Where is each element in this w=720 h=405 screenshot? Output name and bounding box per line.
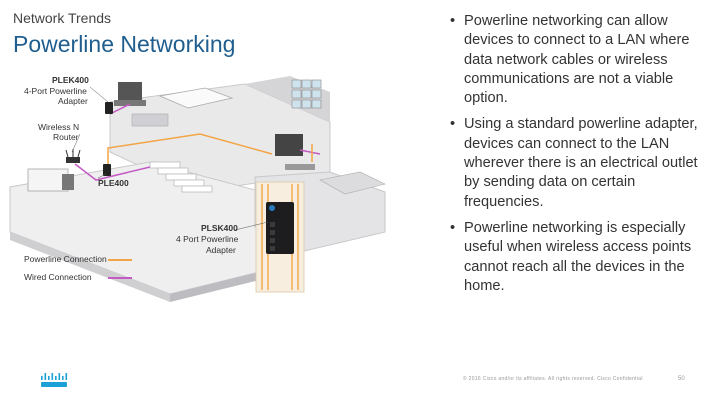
ple400-adapter (103, 164, 111, 176)
router (66, 157, 80, 163)
house-illustration (9, 76, 386, 302)
wired-connection-3 (299, 149, 321, 155)
bullet-text: Powerline networking is especially usefu… (464, 219, 692, 294)
bullet-dot: • (450, 219, 456, 236)
bullet-item: • Using a standard powerline adapter, dev… (450, 115, 715, 211)
legend-wired-label: Wired Connection (24, 272, 92, 282)
tv-lower (275, 134, 303, 156)
plek400-label: PLEK400 (52, 75, 89, 85)
tv-upstairs (118, 82, 142, 100)
router-label-2: Router (53, 132, 79, 142)
sofa-upstairs (131, 113, 169, 127)
router-label-1: Wireless N (38, 122, 80, 132)
ple400-label: PLE400 (98, 178, 129, 188)
section-label: Network Trends (13, 10, 112, 26)
wired-connection-2 (109, 103, 131, 115)
bullet-text: Powerline networking can allow devices t… (464, 13, 690, 107)
plek400-adapter (105, 102, 113, 114)
cisco-logo (41, 373, 68, 387)
plek400-desc-1: 4-Port Powerline (24, 86, 87, 96)
lower-front-edge (10, 232, 170, 302)
wired-connection-1 (74, 163, 151, 181)
bullet-item: • Powerline networking can allow devices … (450, 12, 715, 108)
sofa-lower (319, 171, 386, 195)
plsk400-desc-2: Adapter (206, 245, 236, 255)
bed (158, 87, 234, 109)
bullet-item: • Powerline networking is especially usef… (450, 219, 715, 296)
server-rack (291, 79, 322, 109)
stairs (149, 161, 213, 193)
powerline-connection-1 (107, 133, 273, 164)
plek400-desc-2: Adapter (58, 96, 88, 106)
plsk400-label: PLSK400 (201, 223, 238, 233)
page-number: 50 (678, 376, 685, 382)
legend-powerline-swatch (108, 259, 132, 261)
plsk400-desc-1: 4 Port Powerline (176, 234, 239, 244)
copyright-footer: © 2016 Cisco and/or its affiliates. All … (463, 376, 643, 382)
bullet-text: Using a standard powerline adapter, devi… (464, 116, 698, 210)
bullet-dot: • (450, 13, 456, 29)
legend-wired-swatch (108, 277, 132, 279)
page-title: Powerline Networking (13, 31, 236, 57)
bullet-dot: • (450, 116, 456, 133)
legend-powerline-label: Powerline Connection (24, 254, 107, 264)
chair (62, 174, 74, 190)
bullet-list: • Powerline networking can allow devices … (450, 12, 715, 303)
